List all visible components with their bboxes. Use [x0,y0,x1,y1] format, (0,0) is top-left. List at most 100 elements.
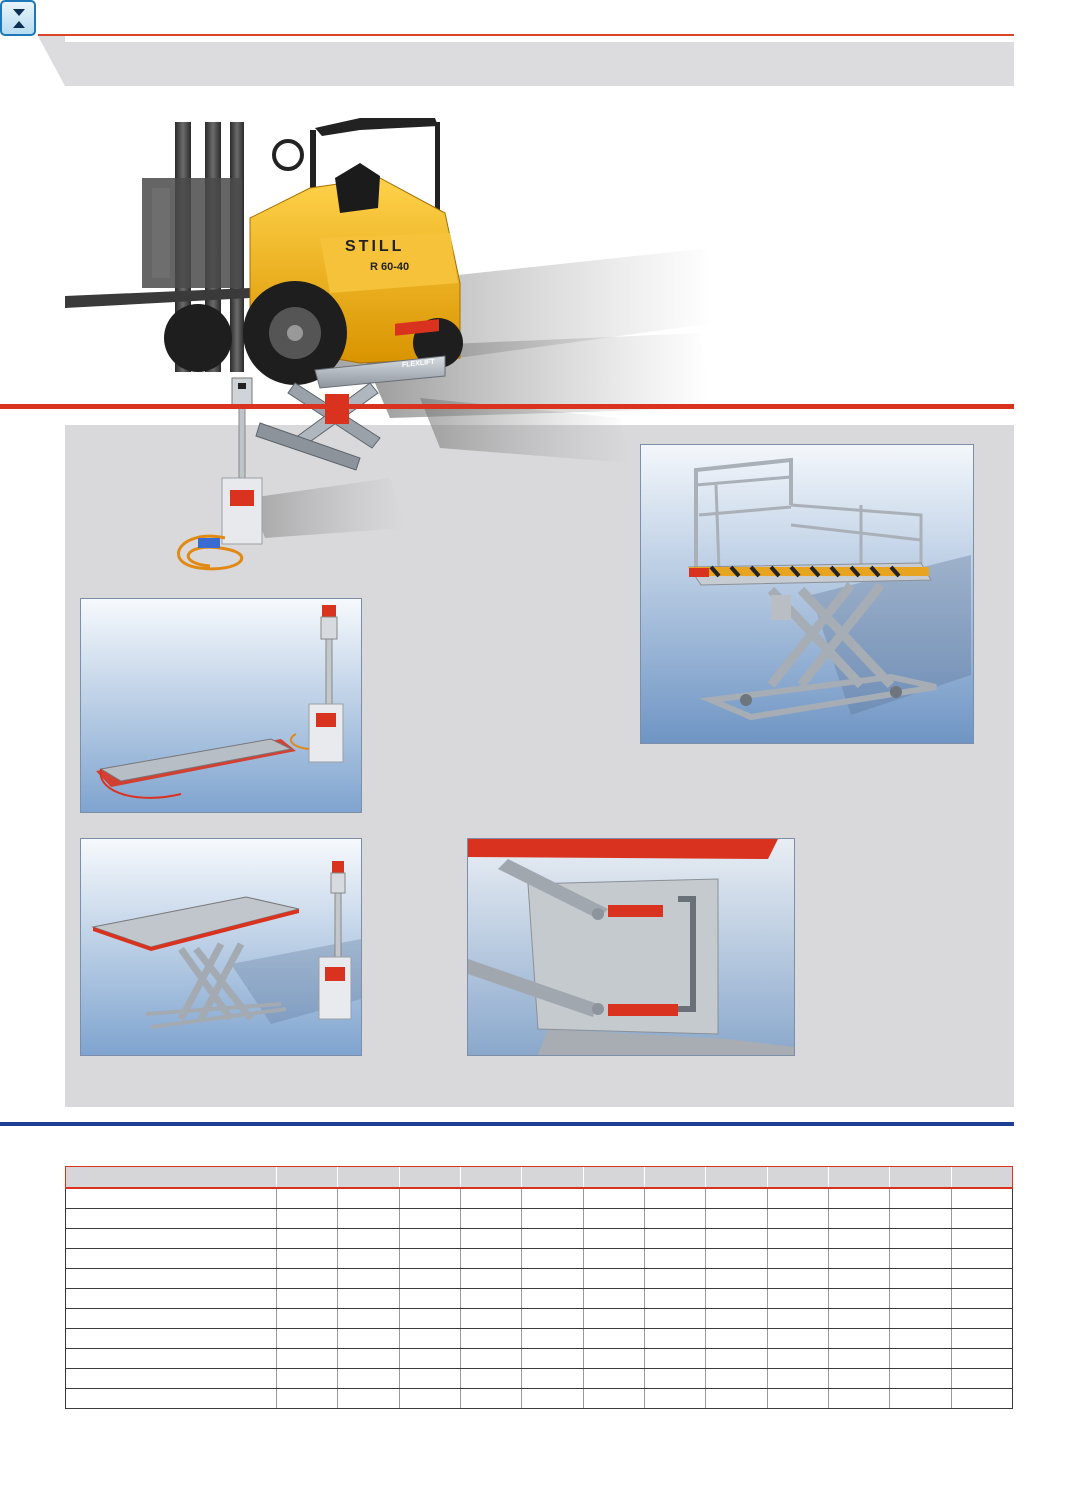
lift-base [255,422,361,471]
table-cell [889,1248,952,1269]
table-cell [65,1188,277,1209]
table-cell [521,1328,584,1349]
table-cell [766,1188,829,1209]
control-box-label [316,713,336,727]
table-cell [889,1368,952,1389]
table-cell [398,1188,461,1209]
column-header [275,1166,338,1189]
table-cell [337,1288,400,1309]
steering-wheel [272,139,304,171]
stop-button [332,861,344,875]
table-cell [459,1368,522,1389]
column-header [65,1166,277,1189]
table-cell [521,1248,584,1269]
control-box-label [325,967,345,981]
table-cell [275,1328,338,1349]
column-header [337,1166,400,1189]
table-cell [950,1308,1014,1329]
table-cell [65,1268,277,1289]
caster [740,694,752,706]
table-cell [275,1368,338,1389]
table-cell [459,1308,522,1329]
table-cell [459,1268,522,1289]
table-cell [521,1188,584,1209]
table-cell [337,1188,400,1209]
floor-plate [538,1029,794,1055]
table-cell [398,1368,461,1389]
scissor-arm [468,959,598,1017]
truck-brand: STILL [345,238,404,255]
table-cell [643,1388,706,1409]
table-cell [827,1208,890,1229]
overhead-guard [315,118,438,136]
table-cell [521,1388,584,1409]
base-frame [145,1002,287,1029]
table-cell [459,1348,522,1369]
table-cell [950,1328,1014,1349]
table-cell [275,1388,338,1409]
table-cell [889,1388,952,1409]
table-cell [950,1368,1014,1389]
lift-brand-plate [395,319,439,336]
table-cell [827,1248,890,1269]
table-cell [398,1268,461,1289]
table-cell [766,1388,829,1409]
table-cell [582,1328,645,1349]
table-cell [950,1188,1014,1209]
table-row [65,1308,1014,1329]
table-cell [65,1328,277,1349]
hydraulic-cylinder [325,394,349,424]
table-row [65,1368,1014,1389]
table-cell [398,1248,461,1269]
table-cell [705,1348,768,1369]
table-cell [643,1348,706,1369]
control-box [318,956,352,1020]
table-cell [643,1328,706,1349]
platform-deck [99,738,293,782]
hub-cap [287,325,303,341]
photo-raised-table [80,838,362,1056]
arrow-down-icon [13,9,25,16]
updown-arrows-icon[interactable] [0,0,36,36]
table-cell [889,1288,952,1309]
photo-base-closeup [467,838,795,1056]
table-cell [950,1388,1014,1409]
column-header [827,1166,890,1189]
table-row [65,1388,1014,1409]
table-cell [705,1188,768,1209]
table-cell [337,1228,400,1249]
guard-post [435,122,440,257]
cable [99,768,182,799]
table-cell [827,1228,890,1249]
control-column [325,638,333,710]
table-cell [459,1288,522,1309]
table-cell [766,1208,829,1229]
table-cell [827,1268,890,1289]
column-header [582,1166,645,1189]
table-cell [459,1188,522,1209]
shadow-streak [250,478,405,538]
hazard-stripe [689,567,929,576]
base-frame [699,673,937,721]
table-cell [643,1188,706,1209]
carriage-detail [152,188,170,278]
table-cell [521,1208,584,1229]
table-cell [275,1188,338,1209]
table-row [65,1248,1014,1269]
table-cell [643,1248,706,1269]
railing-bars [695,475,923,571]
table-cell [582,1228,645,1249]
table-cell [521,1288,584,1309]
column-header [521,1166,584,1189]
table-cell [643,1268,706,1289]
table-cell [398,1308,461,1329]
table-cell [459,1328,522,1349]
table-cell [889,1228,952,1249]
table-cell [582,1388,645,1409]
table-cell [950,1228,1014,1249]
table-cell [582,1188,645,1209]
pendant [330,872,346,894]
table-cell [766,1288,829,1309]
cable [289,733,310,750]
table-cell [337,1348,400,1369]
